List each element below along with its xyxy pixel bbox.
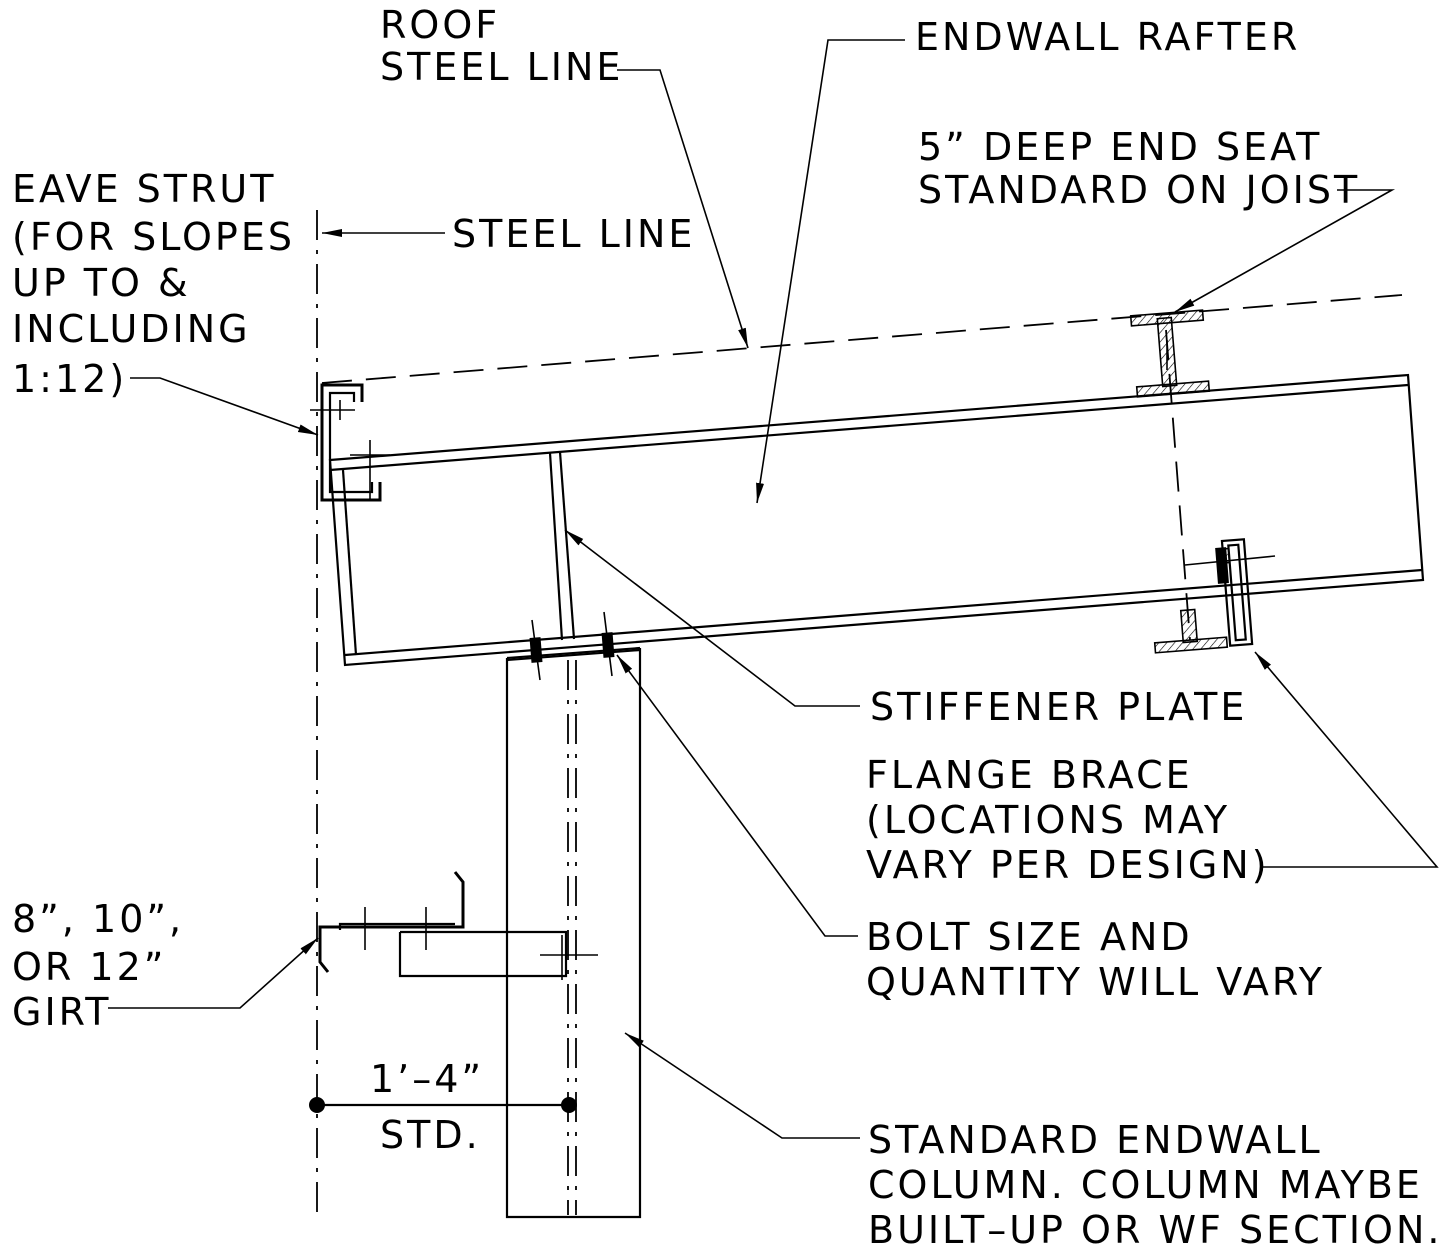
label-column-2: COLUMN. COLUMN MAYBE bbox=[868, 1163, 1423, 1207]
label-girt-2: OR 12” bbox=[12, 945, 166, 989]
label-eave-strut-4: INCLUDING bbox=[12, 307, 251, 351]
roof-steel-line bbox=[321, 294, 1403, 384]
bolt-left bbox=[529, 619, 543, 681]
leader-roof-steel-line bbox=[617, 69, 749, 349]
label-eave-strut-2: (FOR SLOPES bbox=[12, 215, 295, 259]
label-stiffener-plate: STIFFENER PLATE bbox=[870, 685, 1247, 729]
label-steel-line: STEEL LINE bbox=[452, 212, 695, 256]
label-roof: ROOF bbox=[380, 3, 500, 47]
leader-flange-brace bbox=[1254, 651, 1439, 868]
leader-girt bbox=[108, 937, 319, 1009]
label-bolt-2: QUANTITY WILL VARY bbox=[866, 960, 1325, 1004]
leader-stiffener-plate bbox=[564, 529, 860, 707]
girt bbox=[318, 871, 598, 980]
label-end-seat-1: 5” DEEP END SEAT bbox=[918, 125, 1322, 169]
leader-endwall-rafter bbox=[756, 39, 905, 504]
dimension-line bbox=[309, 1097, 577, 1113]
bottom-seat-angle bbox=[1153, 608, 1229, 654]
label-girt-1: 8”, 10”, bbox=[12, 897, 184, 941]
label-column-1: STANDARD ENDWALL bbox=[868, 1118, 1323, 1162]
leader-bolt bbox=[616, 654, 858, 937]
leader-end-seat bbox=[1174, 189, 1396, 313]
label-endwall-rafter: ENDWALL RAFTER bbox=[915, 15, 1300, 59]
label-column-3: BUILT–UP OR WF SECTION. bbox=[868, 1208, 1442, 1250]
label-end-seat-2: STANDARD ON JOIST bbox=[918, 168, 1360, 212]
joist-centerline bbox=[1165, 329, 1191, 641]
endwall-rafter bbox=[328, 373, 1425, 667]
stiffener-plate bbox=[548, 451, 576, 641]
leader-eave-strut bbox=[130, 377, 319, 436]
bolt-right bbox=[601, 611, 615, 677]
flange-brace bbox=[1184, 538, 1276, 647]
label-flange-brace-2: (LOCATIONS MAY bbox=[866, 798, 1230, 842]
label-flange-brace-3: VARY PER DESIGN) bbox=[866, 843, 1270, 887]
label-dimension-note: STD. bbox=[380, 1113, 481, 1157]
column-cap-plate bbox=[506, 648, 641, 662]
label-bolt-1: BOLT SIZE AND bbox=[866, 915, 1193, 959]
leader-column bbox=[624, 1032, 860, 1139]
label-eave-strut-1: EAVE STRUT bbox=[12, 167, 276, 211]
endwall-column bbox=[505, 646, 642, 1219]
label-roof-steel-line: STEEL LINE bbox=[380, 45, 623, 89]
label-eave-strut-3: UP TO & bbox=[12, 261, 191, 305]
label-dimension: 1’–4” bbox=[370, 1057, 484, 1101]
label-flange-brace-1: FLANGE BRACE bbox=[866, 753, 1193, 797]
label-eave-strut-5: 1:12) bbox=[12, 357, 127, 401]
label-girt-3: GIRT bbox=[12, 990, 112, 1034]
eave-strut bbox=[310, 383, 390, 502]
